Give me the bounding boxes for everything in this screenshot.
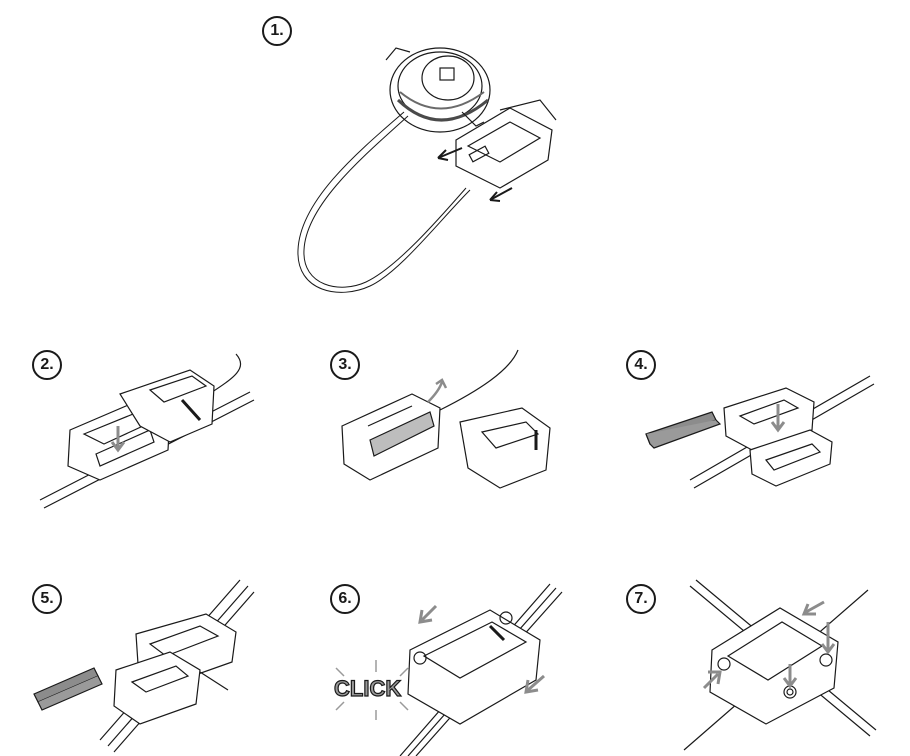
sensor-cable [297, 111, 471, 293]
step-2-illustration [39, 353, 255, 509]
step-4: 4. [600, 330, 910, 530]
step-2: 2. [0, 330, 300, 530]
mount-top-plate [119, 369, 215, 443]
mount-top-plate [459, 407, 551, 489]
step-6: 6. CLICK [300, 560, 600, 756]
mount-base-plate [113, 651, 201, 725]
assembled-mount [709, 607, 839, 725]
mount-base-plate [749, 429, 833, 487]
screw-arrow-left [702, 670, 722, 690]
handlebar-mount [455, 99, 557, 189]
step-3: 3. [300, 330, 600, 530]
step-3-illustration [341, 349, 551, 489]
press-arrow [770, 404, 786, 433]
lift-arrow [427, 378, 448, 403]
step-6-badge: 6. [330, 584, 360, 614]
step-7: 7. [600, 560, 910, 756]
click-label: CLICK [334, 676, 401, 701]
assembled-mount [407, 609, 541, 725]
step-4-illustration [645, 375, 875, 489]
press-arrow [110, 426, 126, 453]
mount-top-plate [723, 387, 815, 451]
slide-arrow-left [437, 147, 463, 161]
click-burst [335, 660, 409, 720]
step-5-illustration [33, 579, 255, 753]
step-1-badge: 1. [262, 16, 292, 46]
screw-arrow-bottom [782, 664, 798, 689]
step-3-badge: 3. [330, 350, 360, 380]
step-7-badge: 7. [626, 584, 656, 614]
step-5-badge: 5. [32, 584, 62, 614]
squeeze-arrow-bottom [524, 674, 545, 694]
step-2-badge: 2. [32, 350, 62, 380]
screw-arrow-top [801, 600, 825, 616]
rubber-strip [645, 411, 722, 449]
rubber-strip [33, 667, 103, 711]
step-1: 1. [0, 0, 910, 310]
mount-base-plate [341, 393, 441, 481]
slide-arrow-bottom [489, 187, 513, 202]
speed-sensor-dial [385, 47, 491, 133]
step-7-illustration [683, 579, 877, 751]
step-6-illustration: CLICK [333, 583, 563, 756]
squeeze-arrow-top [418, 604, 438, 624]
step-5: 5. [0, 560, 300, 756]
screw-arrow-right [820, 622, 836, 655]
pointer-line [199, 671, 229, 691]
sensor-cable [439, 349, 519, 411]
step-1-illustration [297, 47, 557, 293]
step-4-badge: 4. [626, 350, 656, 380]
